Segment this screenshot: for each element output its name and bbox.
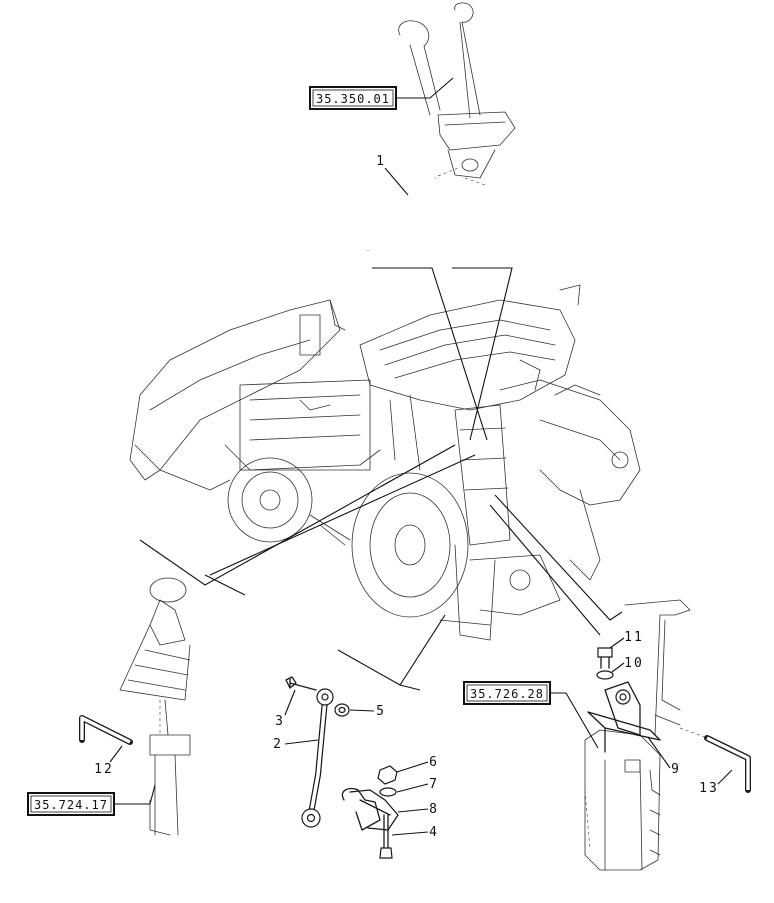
ref-right-label: 35.726.28	[470, 687, 544, 701]
svg-text:10: 10	[624, 656, 644, 671]
ref-box-right[interactable]: 35.726.28	[463, 681, 599, 749]
part-13-bent-pin	[679, 727, 751, 793]
ref-box-top[interactable]: 35.350.01	[309, 77, 454, 110]
part-12-bent-pin	[79, 715, 133, 745]
part-11-bolt	[597, 647, 613, 669]
callout-11: 11	[609, 630, 644, 649]
svg-text:7: 7	[429, 777, 439, 792]
svg-text:2: 2	[273, 737, 283, 752]
svg-text:6: 6	[429, 755, 439, 770]
part-4-bolt	[379, 814, 393, 859]
part-10-washer	[596, 670, 614, 680]
ref-top-label: 35.350.01	[316, 92, 390, 106]
callout-8: 8	[397, 802, 439, 817]
callout-6: 6	[396, 755, 439, 773]
callout-4: 4	[391, 825, 439, 840]
part-5-nut	[334, 703, 350, 717]
svg-text:5: 5	[376, 704, 386, 719]
part-3-bolt	[285, 676, 317, 691]
part-8-bracket	[341, 787, 399, 831]
part-7-washer	[379, 787, 397, 797]
left-lever-assembly	[119, 577, 191, 836]
part-6-nut	[377, 765, 398, 785]
callout-10: 10	[611, 656, 644, 673]
svg-text:4: 4	[429, 825, 439, 840]
svg-text:11: 11	[624, 630, 644, 645]
callout-5: 5	[349, 704, 386, 719]
svg-text:1: 1	[376, 154, 386, 169]
callout-1: 1	[376, 154, 409, 196]
part-2-link-rod	[301, 688, 334, 828]
svg-text:12: 12	[94, 762, 114, 777]
callout-2: 2	[273, 737, 319, 752]
part-1-bent-pin	[366, 167, 459, 251]
svg-text:9: 9	[671, 762, 681, 777]
svg-text:13: 13	[699, 781, 719, 796]
ref-box-left[interactable]: 35.724.17	[27, 784, 156, 816]
callout-9: 9	[647, 736, 681, 777]
callout-3: 3	[275, 689, 296, 729]
joystick-control-assembly	[398, 2, 516, 186]
explode-lines	[139, 267, 623, 691]
ref-left-label: 35.724.17	[34, 798, 108, 812]
callout-12: 12	[94, 745, 123, 777]
svg-text:8: 8	[429, 802, 439, 817]
svg-text:3: 3	[275, 714, 285, 729]
right-column-assembly	[584, 599, 691, 871]
part-9-mounting-bracket	[587, 681, 661, 753]
machine-body	[129, 284, 641, 641]
callout-13: 13	[699, 769, 733, 796]
callout-7: 7	[396, 777, 439, 793]
